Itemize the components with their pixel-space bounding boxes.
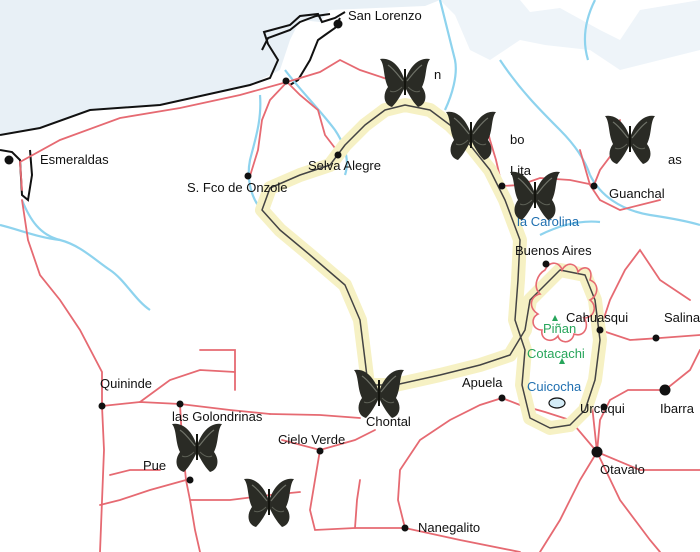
- pinan-peak-icon: [552, 315, 558, 321]
- label-partial-bo: bo: [510, 132, 524, 147]
- label-partial-n: n: [434, 67, 441, 82]
- label-ibarra: Ibarra: [660, 401, 695, 416]
- label-la-carolina: la Carolina: [517, 214, 580, 229]
- butterfly-icon[interactable]: [353, 369, 405, 419]
- cuicocha-lake: [548, 397, 566, 409]
- butterfly-icon[interactable]: [171, 423, 223, 473]
- label-quininde: Quininde: [100, 376, 152, 391]
- label-partial-pue: Pue: [143, 458, 166, 473]
- label-urcuqui: Urcuqui: [580, 401, 625, 416]
- label-esmeraldas: Esmeraldas: [40, 152, 109, 167]
- coastline-north: [261, 13, 331, 51]
- coastline: [0, 11, 346, 202]
- sea-area: [0, 0, 440, 135]
- label-guanchal: Guanchal: [609, 186, 665, 201]
- cotacachi-peak-icon: [559, 358, 565, 364]
- label-salinas: Salina: [664, 310, 700, 325]
- label-partial-as: as: [668, 152, 682, 167]
- rivers: [0, 0, 700, 311]
- label-chontal: Chontal: [366, 414, 411, 429]
- reserve-boundary: [530, 262, 598, 343]
- label-s-fco-onzole: S. Fco de Onzole: [187, 180, 287, 195]
- label-cahuasqui: Cahuasqui: [566, 310, 628, 325]
- butterfly-icon[interactable]: [604, 115, 656, 165]
- label-otavalo: Otavalo: [600, 462, 645, 477]
- label-cielo-verde: Cielo Verde: [278, 432, 345, 447]
- label-cuicocha: Cuicocha: [527, 379, 582, 394]
- label-las-golondrinas: las Golondrinas: [172, 409, 263, 424]
- town-dots: [4, 19, 671, 532]
- label-apuela: Apuela: [462, 375, 503, 390]
- label-selva-alegre: Selva Alegre: [308, 158, 381, 173]
- butterfly-icon[interactable]: [243, 478, 295, 528]
- route-line: [261, 104, 601, 429]
- label-pinan: Piñan: [543, 321, 576, 336]
- label-nanegalito: Nanegalito: [418, 520, 480, 535]
- label-cotacachi: Cotacachi: [527, 346, 585, 361]
- sea-inlet: [440, 0, 700, 70]
- label-buenos-aires: Buenos Aires: [515, 243, 592, 258]
- label-san-lorenzo: San Lorenzo: [348, 8, 422, 23]
